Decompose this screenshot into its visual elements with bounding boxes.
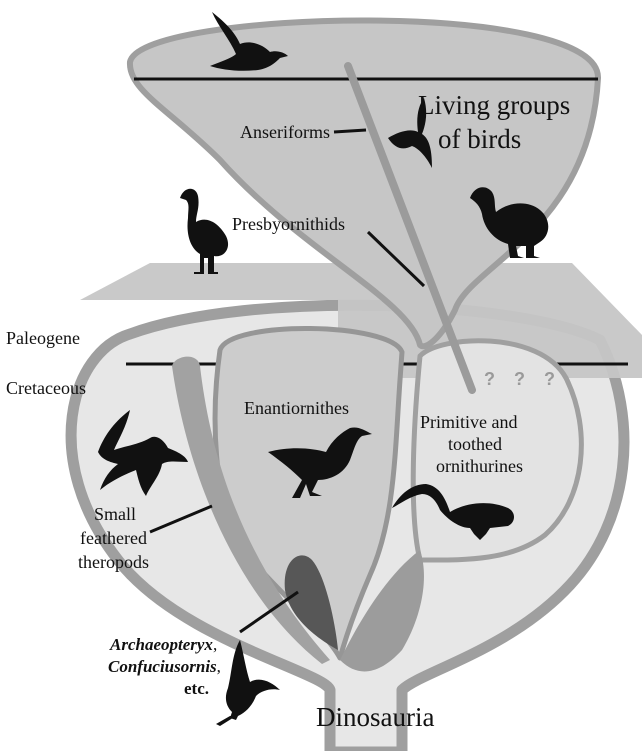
cretaceous-label: Cretaceous xyxy=(6,378,86,398)
theropods-label: feathered xyxy=(80,528,147,548)
paleogene-label: Paleogene xyxy=(6,328,80,348)
ornithurines-label: ornithurines xyxy=(436,456,523,476)
enantiornithes-label: Enantiornithes xyxy=(244,398,349,418)
anseriforms-label: Anseriforms xyxy=(240,122,330,142)
theropods-label: Small xyxy=(94,504,136,524)
dinosauria-label: Dinosauria xyxy=(316,702,434,732)
living-birds-label: of birds xyxy=(438,124,521,154)
confuciusornis-name: Confuciusornis xyxy=(108,657,217,676)
anseriforms-leader xyxy=(334,130,366,132)
early-birds-label: Confuciusornis, xyxy=(108,657,221,676)
heron-silhouette xyxy=(180,189,228,274)
early-birds-label: Archaeopteryx, xyxy=(109,635,217,654)
presbyornithids-label: Presbyornithids xyxy=(232,214,345,234)
uncertain-marker: ? xyxy=(514,369,525,389)
comma: , xyxy=(213,635,217,654)
ornithurines-label: toothed xyxy=(448,434,502,454)
comma: , xyxy=(217,657,221,676)
uncertain-marker: ? xyxy=(484,369,495,389)
archaeopteryx-name: Archaeopteryx xyxy=(109,635,213,654)
uncertain-marker: ? xyxy=(544,369,555,389)
ornithurines-label: Primitive and xyxy=(420,412,518,432)
early-birds-label: etc. xyxy=(184,679,209,698)
theropods-label: theropods xyxy=(78,552,149,572)
living-birds-label: Living groups xyxy=(418,90,570,120)
